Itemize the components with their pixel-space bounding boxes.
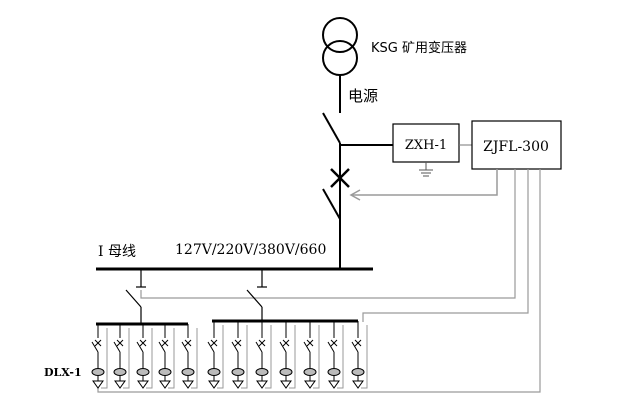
bus-drop-left xyxy=(125,269,146,324)
load-terminal xyxy=(208,380,220,389)
sensor-signal-wire xyxy=(191,328,198,389)
lower-switch xyxy=(322,188,341,220)
feeder-switch xyxy=(207,341,215,353)
feeder-branch xyxy=(231,321,245,389)
feeder-switch-mark xyxy=(306,339,314,347)
feeder-switch xyxy=(158,341,166,353)
sensor-signal-wire xyxy=(313,325,320,389)
load-terminal xyxy=(182,380,194,389)
current-sensor xyxy=(279,368,293,376)
feeder-branch xyxy=(181,324,195,389)
load-terminal xyxy=(232,380,244,389)
current-sensor xyxy=(181,368,195,376)
load-terminal xyxy=(114,380,126,389)
main-isolator-switch xyxy=(322,112,341,144)
current-sensor xyxy=(113,368,127,376)
sensor-signal-wire xyxy=(241,325,248,389)
load-terminal xyxy=(137,380,149,389)
sensor-signal-wire xyxy=(265,325,272,389)
feeder-branch xyxy=(136,324,150,389)
transformer-label: KSG 矿用变压器 xyxy=(371,40,467,56)
feeder-group xyxy=(91,321,368,389)
sensor-signal-wire xyxy=(217,325,224,389)
current-sensor xyxy=(255,368,269,376)
load-terminal xyxy=(304,380,316,389)
main-breaker-symbol xyxy=(330,168,350,188)
zjfl-300-box xyxy=(471,120,562,170)
feeder-branch xyxy=(91,324,105,389)
feeder-switch xyxy=(327,341,335,353)
feeder-branch xyxy=(113,324,127,389)
feeder-switch-mark xyxy=(94,339,102,347)
current-sensor xyxy=(207,368,221,376)
feeder-switch-mark xyxy=(139,339,147,347)
current-sensor xyxy=(91,368,105,376)
sensor-signal-wire xyxy=(101,328,108,389)
load-terminal xyxy=(159,380,171,389)
transformer-symbol xyxy=(322,17,358,76)
feeder-switch-mark xyxy=(282,339,290,347)
feedback-control-line xyxy=(349,169,498,201)
feeder-switch-mark xyxy=(234,339,242,347)
feeder-switch-mark xyxy=(330,339,338,347)
load-terminal xyxy=(280,380,292,389)
feeder-branch xyxy=(327,321,341,389)
load-terminal xyxy=(92,380,104,389)
feeder-switch-mark xyxy=(210,339,218,347)
feeder-switch xyxy=(279,341,287,353)
zjfl-return-lines xyxy=(97,169,541,393)
sensor-signal-wire xyxy=(289,325,296,389)
zxh-1-label: ZXH-1 xyxy=(405,138,447,153)
feeder-switch-mark xyxy=(161,339,169,347)
sensor-signal-wire xyxy=(337,325,344,389)
feeder-switch xyxy=(113,341,121,353)
busbar-label: I 母线 xyxy=(98,244,136,260)
feeder-switch-mark xyxy=(354,339,362,347)
source-label: 电源 xyxy=(348,87,378,105)
feeder-switch xyxy=(181,341,189,353)
feeder-switch xyxy=(91,341,99,353)
current-sensor xyxy=(136,368,150,376)
load-terminal xyxy=(352,380,364,389)
load-terminal xyxy=(328,380,340,389)
feeder-branch xyxy=(279,321,293,389)
zjfl-300-label: ZJFL-300 xyxy=(483,139,549,155)
feeder-switch xyxy=(255,341,263,353)
feeder-switch-mark xyxy=(116,339,124,347)
sensor-signal-wire xyxy=(168,328,175,389)
load-terminal xyxy=(256,380,268,389)
sensor-signal-wire xyxy=(146,328,153,389)
feeder-switch xyxy=(351,341,359,353)
feeder-switch-mark xyxy=(258,339,266,347)
current-sensor xyxy=(351,368,365,376)
feeder-switch xyxy=(136,341,144,353)
bus-drop-right xyxy=(246,269,267,321)
feeder-switch xyxy=(231,341,239,353)
sensor-signal-wire xyxy=(123,328,130,389)
feeder-branch xyxy=(303,321,317,389)
ground-icon xyxy=(419,162,433,177)
feeder-branch xyxy=(207,321,221,389)
feeder-branch xyxy=(255,321,269,389)
feeder-branch xyxy=(351,321,365,389)
feeder-switch-mark xyxy=(184,339,192,347)
current-sensor xyxy=(158,368,172,376)
current-sensor xyxy=(327,368,341,376)
dlx-1-label: DLX-1 xyxy=(44,366,82,379)
voltage-label: 127V/220V/380V/660 xyxy=(175,242,326,258)
current-sensor xyxy=(303,368,317,376)
current-sensor xyxy=(231,368,245,376)
feeder-branch xyxy=(158,324,172,389)
zxh-1-box xyxy=(392,123,460,163)
feeder-switch xyxy=(303,341,311,353)
sensor-signal-wire xyxy=(361,325,368,389)
